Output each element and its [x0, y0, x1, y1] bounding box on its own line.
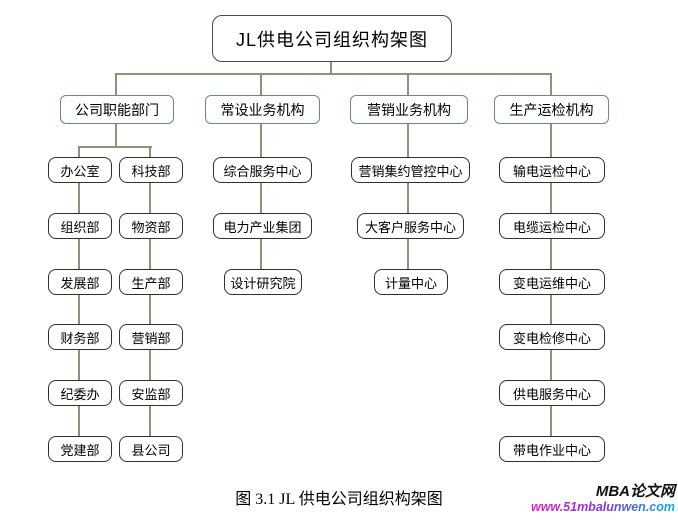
org-node: 大客户服务中心 [357, 213, 464, 239]
connector-line [115, 122, 117, 146]
org-node: 供电服务中心 [499, 380, 605, 406]
org-node: 营销部 [119, 324, 183, 350]
org-node: 物资部 [119, 213, 183, 239]
org-node: 生产部 [119, 269, 183, 295]
org-node: 计量中心 [374, 269, 448, 295]
figure-caption: 图 3.1 JL 供电公司组织构架图 [235, 491, 443, 508]
connector-line [78, 146, 152, 148]
branch-header: 营销业务机构 [350, 95, 468, 124]
org-node: 电力产业集团 [213, 213, 312, 239]
connector-line [407, 122, 409, 270]
watermark: MBA论文网 www.51mbalunwen.com [531, 483, 675, 515]
org-node: 县公司 [119, 436, 183, 462]
org-node: 综合服务中心 [213, 157, 312, 183]
org-node: 变电运维中心 [499, 269, 605, 295]
connector-line [115, 73, 552, 75]
org-node: 组织部 [48, 213, 112, 239]
connector-line [407, 75, 409, 95]
org-node: 党建部 [48, 436, 112, 462]
org-node: 办公室 [48, 157, 112, 183]
connector-line [115, 75, 117, 95]
org-node: 安监部 [119, 380, 183, 406]
org-node: 变电检修中心 [499, 324, 605, 350]
connector-line [260, 122, 262, 270]
org-node: 营销集约管控中心 [351, 157, 470, 183]
watermark-site-name: MBA论文网 [595, 483, 675, 500]
connector-line [330, 60, 332, 73]
org-node: 带电作业中心 [499, 436, 605, 462]
connector-line [550, 75, 552, 95]
chart-title: JL供电公司组织构架图 [212, 15, 452, 62]
org-node: 财务部 [48, 324, 112, 350]
org-node: 设计研究院 [224, 269, 302, 295]
branch-header: 生产运检机构 [494, 95, 609, 124]
connector-line [260, 75, 262, 95]
org-node: 电缆运检中心 [499, 213, 605, 239]
branch-header: 常设业务机构 [205, 95, 320, 124]
org-node: 发展部 [48, 269, 112, 295]
org-node: 科技部 [119, 157, 183, 183]
org-node: 纪委办 [48, 380, 112, 406]
org-node: 输电运检中心 [499, 157, 605, 183]
watermark-site-url: www.51mbalunwen.com [530, 500, 675, 515]
branch-header: 公司职能部门 [60, 95, 174, 124]
